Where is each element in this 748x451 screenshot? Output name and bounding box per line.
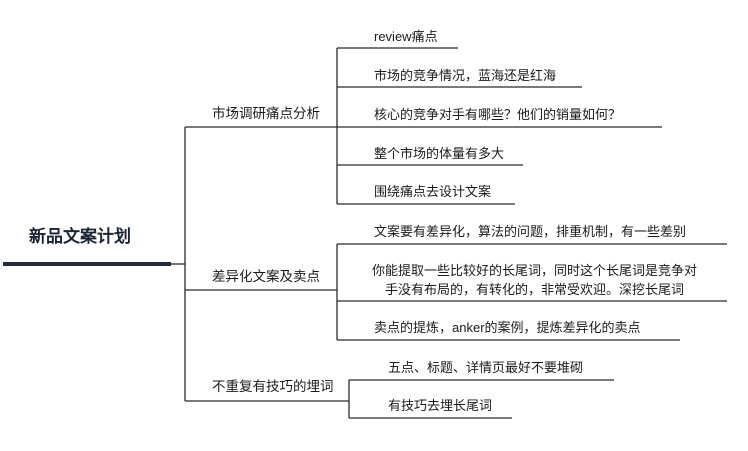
root-topic[interactable]: 新品文案计划	[29, 227, 131, 246]
leaf-topic[interactable]: 围绕痛点去设计文案	[374, 184, 492, 199]
leaf-topic[interactable]: 整个市场的体量有多大	[374, 146, 505, 161]
leaf-topic[interactable]: 五点、标题、详情页最好不要堆砌	[388, 360, 584, 375]
leaf-topic-multiline[interactable]: 你能提取一些比较好的长尾词，同时这个长尾词是竞争对 手没有布局的，有转化的，非常…	[372, 261, 697, 299]
branch-topic-differentiated-copy[interactable]: 差异化文案及卖点	[212, 269, 320, 284]
leaf-topic[interactable]: 文案要有差异化，算法的问题，排重机制，有一些差别	[374, 224, 687, 239]
leaf-topic[interactable]: 有技巧去埋长尾词	[388, 398, 493, 413]
leaf-line-1: 你能提取一些比较好的长尾词，同时这个长尾词是竞争对	[372, 263, 698, 278]
branch-topic-keyword-embedding[interactable]: 不重复有技巧的埋词	[212, 379, 334, 394]
leaf-line-2: 手没有布局的，有转化的，非常受欢迎。深挖长尾词	[385, 282, 685, 297]
branch-topic-market-research[interactable]: 市场调研痛点分析	[212, 106, 320, 121]
leaf-topic[interactable]: 核心的竞争对手有哪些？他们的销量如何？	[374, 107, 622, 122]
leaf-topic[interactable]: 卖点的提炼，anker的案例，提炼差异化的卖点	[374, 320, 641, 335]
leaf-topic[interactable]: 市场的竞争情况，蓝海还是红海	[374, 68, 557, 83]
leaf-topic[interactable]: review痛点	[374, 29, 438, 44]
